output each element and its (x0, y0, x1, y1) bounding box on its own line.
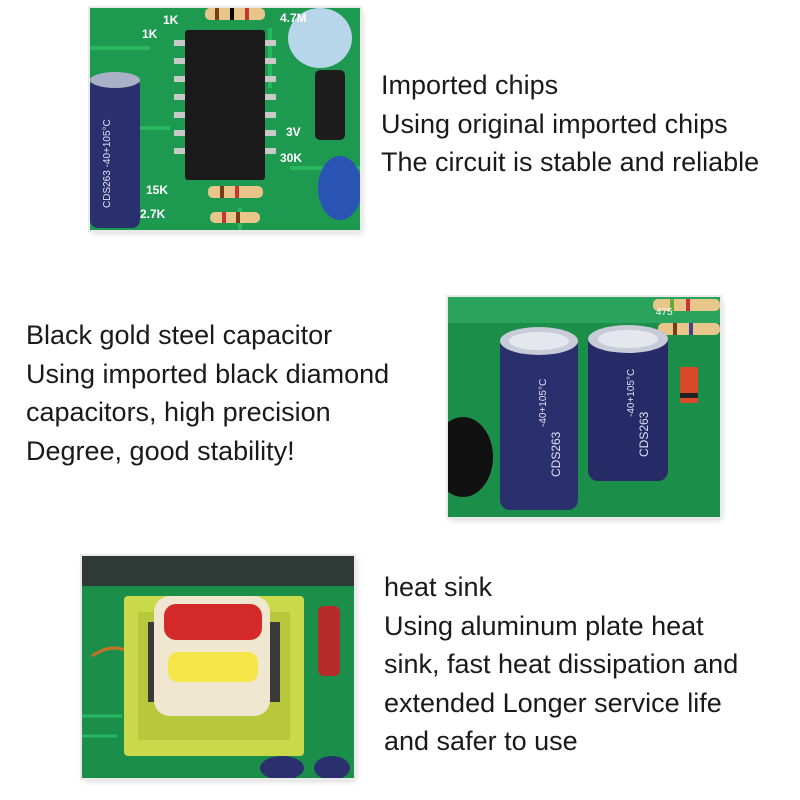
chips-line-1: Using original imported chips (381, 108, 728, 139)
silk-4-7m-label: 4.7M (280, 11, 307, 25)
capacitors-heading: Black gold steel capacitor (26, 320, 333, 350)
silk-1k-label-b: 1K (163, 13, 179, 27)
transformer-illustration (82, 556, 354, 778)
capacitors-illustration: CDS263 -40+105°C CDS263 -40+105°C 475 (448, 297, 720, 517)
heat-sink-photo (82, 556, 354, 778)
chips-description: Imported chips Using original imported c… (381, 66, 759, 182)
silk-1k-label-a: 1K (142, 27, 158, 41)
heat-sink-line-4: and safer to use (384, 726, 578, 756)
cap-print-label: CDS263 -40+105°C (102, 119, 113, 208)
chip-pcb-illustration: 4.7M 1K 1K 3V 30K 15K 2.7K CDS263 -40+10… (90, 8, 360, 230)
silk-2-7k-label: 2.7K (140, 207, 166, 221)
capacitors-line-1: Using imported black diamond (26, 358, 390, 389)
capacitors-description: Black gold steel capacitor Using importe… (26, 316, 389, 470)
capacitor-right (588, 331, 668, 481)
yellow-coil (168, 652, 258, 682)
cap-left-print-1: CDS263 (549, 431, 563, 477)
heat-sink-line-3: extended Longer service life (384, 687, 722, 718)
cap-left-print-2: -40+105°C (538, 379, 549, 427)
silk-475-label: 475 (656, 307, 673, 318)
capacitor-left (500, 335, 578, 510)
silk-3v-label: 3V (286, 125, 301, 139)
capacitors-photo: CDS263 -40+105°C CDS263 -40+105°C 475 (448, 297, 720, 517)
chip-photo: 4.7M 1K 1K 3V 30K 15K 2.7K CDS263 -40+10… (90, 8, 360, 230)
chips-heading: Imported chips (381, 70, 559, 100)
cap-right-print-1: CDS263 (637, 411, 651, 457)
heat-sink-heading: heat sink (384, 572, 493, 602)
capacitors-line-3: Degree, good stability! (26, 435, 295, 466)
cap-right-print-2: -40+105°C (626, 369, 637, 417)
red-coil (164, 604, 262, 640)
heat-sink-line-1: Using aluminum plate heat (384, 610, 704, 641)
silk-15k-label: 15K (146, 183, 168, 197)
ic-chip (185, 30, 265, 180)
capacitors-line-2: capacitors, high precision (26, 397, 331, 427)
silk-30k-label: 30K (280, 151, 302, 165)
heat-sink-line-2: sink, fast heat dissipation and (384, 649, 739, 679)
heat-sink-description: heat sink Using aluminum plate heat sink… (384, 568, 738, 761)
chips-line-2: The circuit is stable and reliable (381, 147, 760, 177)
